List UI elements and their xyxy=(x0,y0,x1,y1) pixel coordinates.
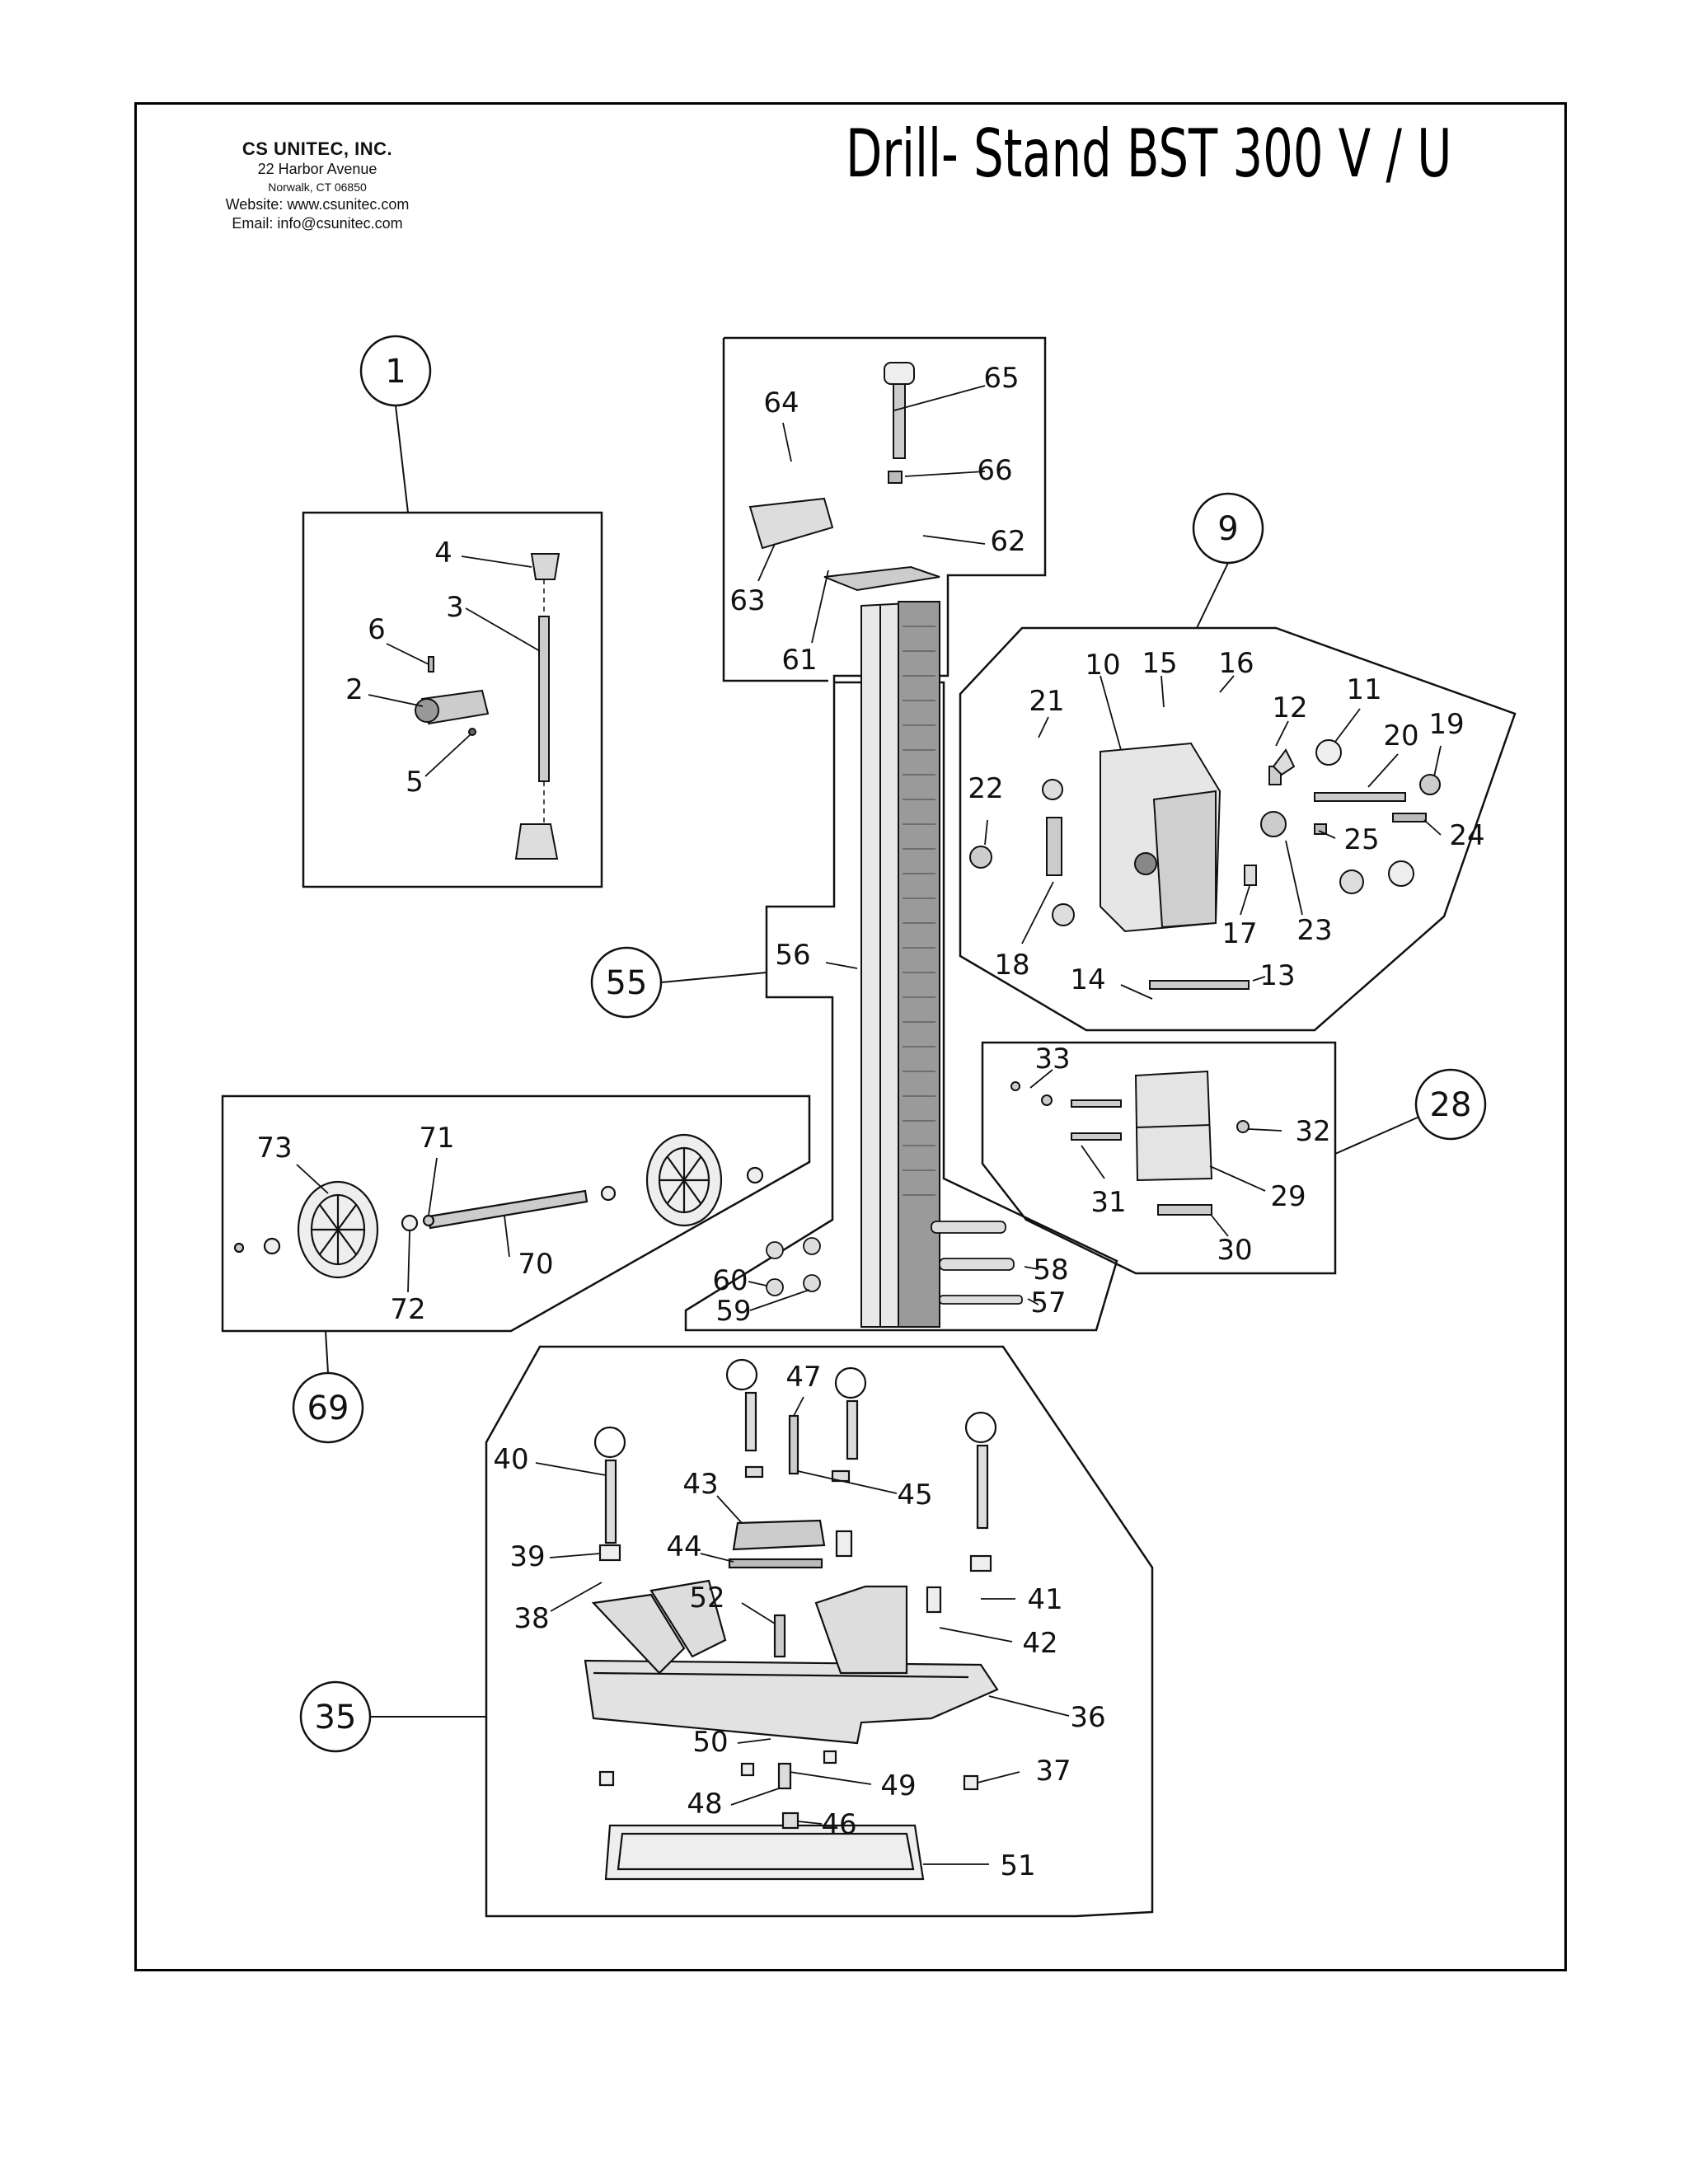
part-label: 59 xyxy=(715,1295,751,1328)
part-label: 21 xyxy=(1029,685,1064,718)
callout-label: 69 xyxy=(307,1390,349,1427)
part-label: 52 xyxy=(689,1582,724,1615)
column-group-frame xyxy=(684,336,1118,1332)
callout-label: 28 xyxy=(1430,1086,1472,1124)
part-label: 43 xyxy=(682,1468,718,1501)
base-group-frame xyxy=(485,1345,1154,1918)
part-label: 57 xyxy=(1030,1286,1066,1319)
part-label: 18 xyxy=(994,949,1029,982)
callout-label: 35 xyxy=(315,1699,357,1736)
part-label: 40 xyxy=(493,1443,528,1476)
part-label: 65 xyxy=(983,362,1019,395)
column-parts xyxy=(748,362,940,1328)
part-label: 66 xyxy=(977,454,1012,487)
part-label: 45 xyxy=(897,1479,932,1511)
part-label: 4 xyxy=(434,537,452,569)
part-label: 46 xyxy=(821,1808,856,1841)
drawing-title: Drill- Stand BST 300 V / U xyxy=(846,115,1452,192)
part-label: 33 xyxy=(1034,1043,1070,1076)
part-label: 50 xyxy=(692,1726,728,1759)
part-label: 6 xyxy=(368,613,386,646)
part-label: 31 xyxy=(1090,1186,1126,1219)
part-label: 14 xyxy=(1070,963,1105,996)
part-label: 58 xyxy=(1033,1254,1068,1286)
part-label: 25 xyxy=(1343,823,1379,856)
part-label: 56 xyxy=(775,939,810,972)
part-label: 23 xyxy=(1296,914,1332,947)
part-label: 11 xyxy=(1346,673,1381,706)
callout-label: 55 xyxy=(606,964,648,1002)
company-address: 22 Harbor Avenue xyxy=(257,161,377,177)
company-name: CS UNITEC, INC. xyxy=(241,138,393,159)
part-label: 41 xyxy=(1027,1583,1062,1616)
part-label: 16 xyxy=(1218,647,1254,680)
wheels-group-frame xyxy=(221,1094,811,1333)
part-label: 60 xyxy=(712,1264,748,1297)
carriage-group-frame xyxy=(959,626,1517,1032)
part-label: 39 xyxy=(509,1540,545,1573)
part-label: 19 xyxy=(1428,708,1464,741)
handle-group-frame xyxy=(302,511,603,888)
base-parts xyxy=(584,1358,999,1881)
part-label: 10 xyxy=(1085,649,1120,682)
company-email: Email: info@csunitec.com xyxy=(232,215,403,232)
handle-parts xyxy=(415,553,560,860)
callout-label: 1 xyxy=(385,353,406,391)
part-label: 22 xyxy=(968,772,1003,805)
part-label: 70 xyxy=(518,1248,553,1281)
part-label: 17 xyxy=(1221,917,1257,950)
part-label: 71 xyxy=(419,1122,454,1155)
part-label: 36 xyxy=(1070,1701,1105,1734)
part-label: 49 xyxy=(880,1769,916,1802)
part-label: 15 xyxy=(1142,647,1177,680)
part-label: 72 xyxy=(390,1293,425,1326)
part-label: 24 xyxy=(1449,819,1484,852)
part-label: 13 xyxy=(1259,959,1295,992)
company-city: Norwalk, CT 06850 xyxy=(268,180,367,194)
part-label: 37 xyxy=(1035,1755,1071,1788)
part-label: 51 xyxy=(1000,1849,1035,1882)
part-label: 64 xyxy=(763,387,799,419)
part-label: 48 xyxy=(687,1788,722,1821)
clamp-parts xyxy=(1010,1070,1250,1216)
part-label: 42 xyxy=(1022,1627,1057,1660)
part-label: 30 xyxy=(1217,1234,1252,1267)
part-label: 61 xyxy=(781,644,817,677)
drawing-border xyxy=(134,102,1567,1971)
callout-label: 9 xyxy=(1217,510,1238,548)
part-label: 29 xyxy=(1270,1180,1306,1213)
part-label: 2 xyxy=(345,673,363,706)
part-label: 3 xyxy=(446,591,464,624)
part-label: 5 xyxy=(406,766,424,799)
part-label: 20 xyxy=(1383,719,1418,752)
part-label: 32 xyxy=(1295,1115,1330,1148)
carriage-parts xyxy=(969,739,1441,990)
part-label: 63 xyxy=(729,584,765,617)
part-label: 12 xyxy=(1272,691,1307,724)
part-label: 44 xyxy=(666,1530,701,1563)
company-website: Website: www.csunitec.com xyxy=(225,196,410,213)
clamp-group-frame xyxy=(981,1041,1337,1275)
company-block: CS UNITEC, INC. 22 Harbor Avenue Norwalk… xyxy=(169,138,466,233)
part-label: 62 xyxy=(990,525,1025,558)
part-label: 38 xyxy=(513,1602,549,1635)
wheels-parts xyxy=(233,1133,764,1279)
part-label: 73 xyxy=(256,1132,292,1165)
part-label: 47 xyxy=(785,1361,821,1394)
